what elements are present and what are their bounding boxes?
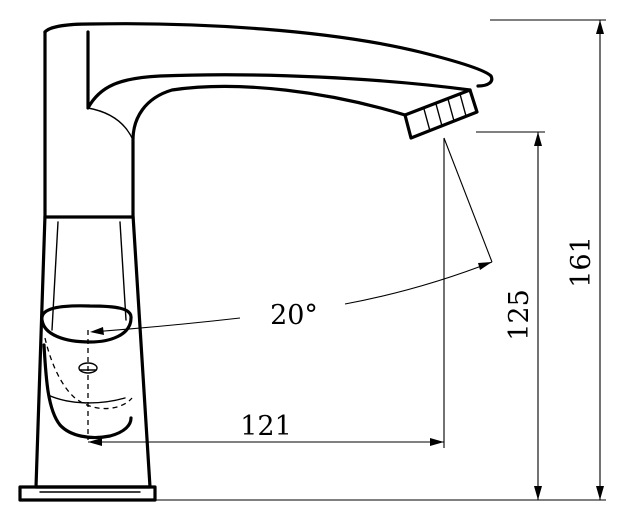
aerator-ridge-1 bbox=[459, 93, 467, 117]
dimension-spout-reach: 121 bbox=[88, 138, 445, 448]
spout-inner-edge bbox=[86, 30, 472, 110]
angle-arc-right bbox=[344, 261, 493, 305]
aerator-ridge-2 bbox=[447, 98, 455, 122]
angle-leg-line bbox=[443, 137, 493, 263]
arrowhead-121-left bbox=[88, 438, 102, 446]
arrowhead-121-right bbox=[430, 438, 444, 446]
base-plate bbox=[18, 485, 157, 502]
dimension-outlet-height: 125 bbox=[476, 131, 545, 500]
arrowhead-161-top bbox=[596, 20, 604, 34]
lever-handle bbox=[40, 304, 133, 344]
lever-lower-sweep bbox=[42, 343, 133, 440]
lever-inner-curve bbox=[47, 394, 126, 404]
dimension-label-125: 125 bbox=[504, 289, 535, 341]
arrowhead-angle-left bbox=[90, 327, 104, 335]
dimension-label-20-deg: 20° bbox=[270, 300, 318, 331]
hidden-lever-contour bbox=[44, 337, 133, 410]
dimension-label-121: 121 bbox=[240, 411, 292, 442]
aerator-ridge-4 bbox=[423, 108, 431, 132]
dimension-spout-angle: 20° bbox=[90, 137, 493, 335]
spout-upper-edge bbox=[43, 22, 494, 88]
dimension-label-161: 161 bbox=[566, 236, 597, 288]
faucet-outline bbox=[18, 22, 494, 502]
angle-arc-left bbox=[91, 317, 241, 333]
aerator-ridge-3 bbox=[435, 103, 443, 127]
column-inner-contour bbox=[51, 221, 127, 331]
arrowhead-125-bottom bbox=[534, 486, 542, 500]
arrowhead-125-top bbox=[534, 132, 542, 146]
spout-lower-inner bbox=[87, 107, 134, 141]
arrowhead-angle-right bbox=[478, 262, 492, 270]
cartridge-hole bbox=[78, 362, 98, 374]
aerator bbox=[403, 88, 479, 140]
arrowhead-161-bottom bbox=[596, 486, 604, 500]
dimension-total-height: 161 bbox=[155, 19, 606, 501]
